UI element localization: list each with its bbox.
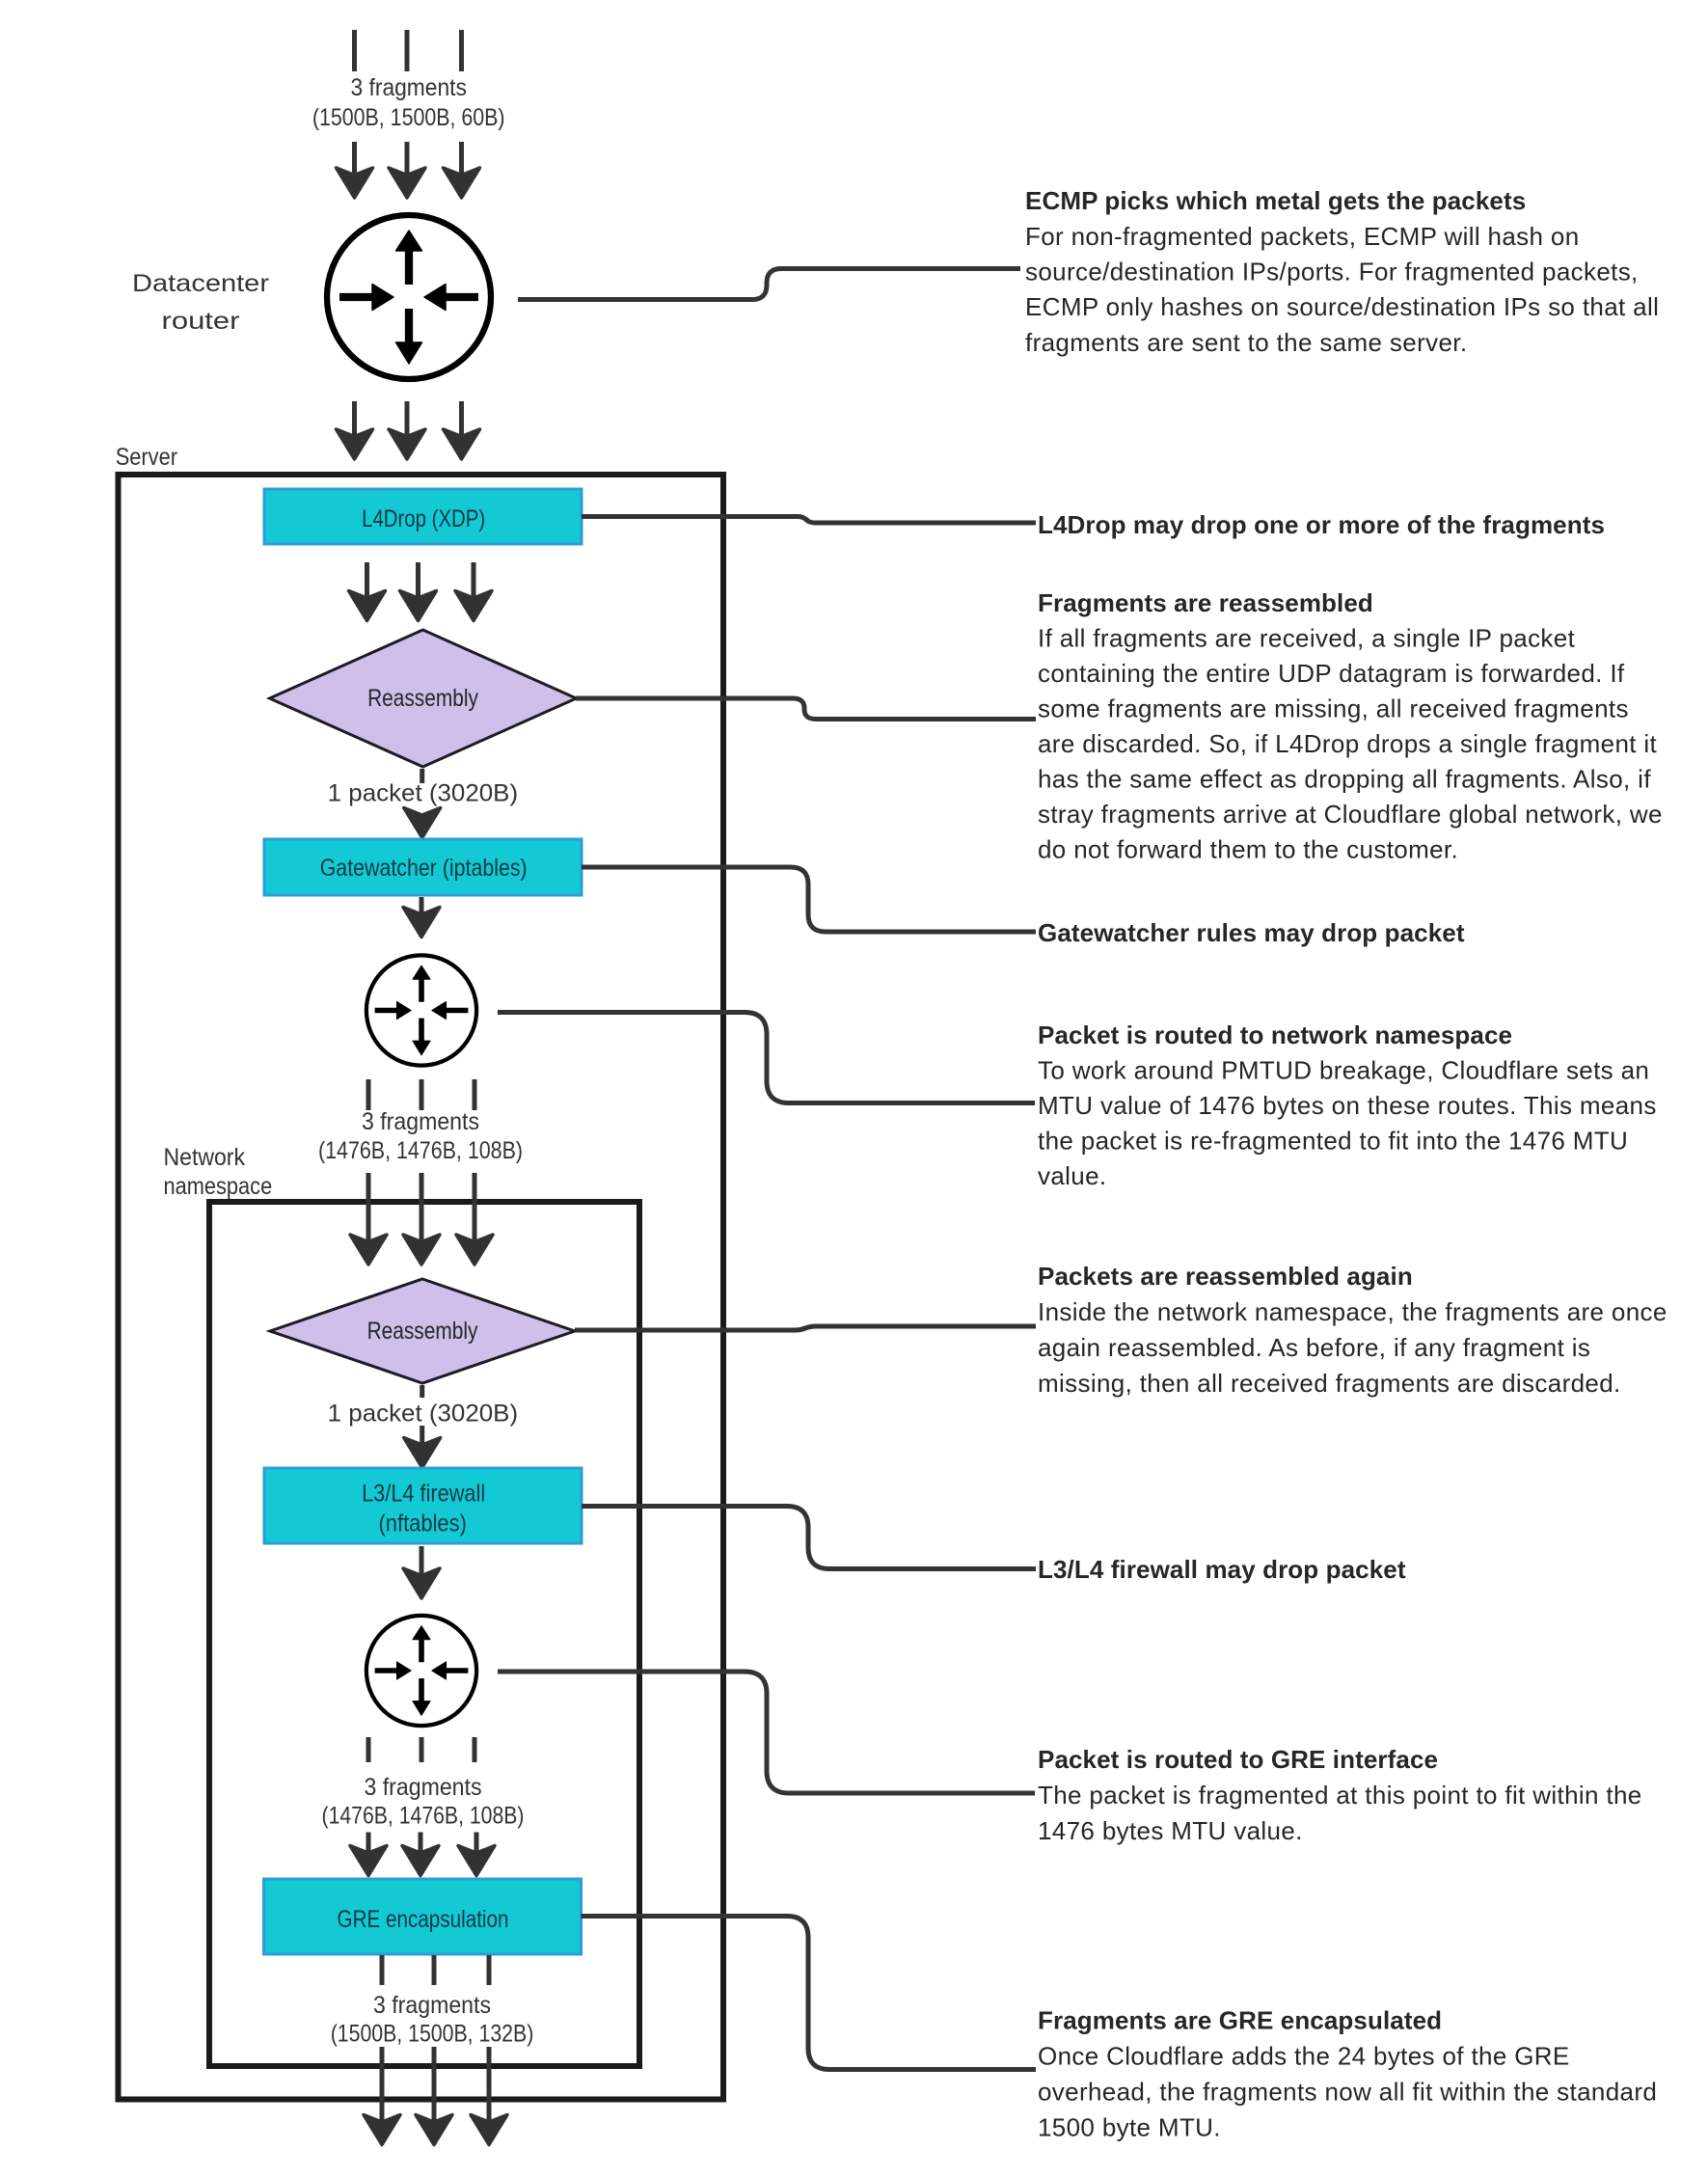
svg-text:3 fragments: 3 fragments bbox=[362, 1108, 479, 1135]
svg-text:L4Drop may drop one or more of: L4Drop may drop one or more of the fragm… bbox=[1038, 510, 1605, 539]
svg-text:do not forward them to the cus: do not forward them to the customer. bbox=[1038, 835, 1458, 864]
svg-text:Packets are reassembled again: Packets are reassembled again bbox=[1038, 1262, 1413, 1291]
svg-text:To work around PMTUD breakage,: To work around PMTUD breakage, Cloudflar… bbox=[1038, 1056, 1649, 1085]
svg-text:L3/L4 firewall may drop packet: L3/L4 firewall may drop packet bbox=[1038, 1555, 1406, 1584]
svg-text:Gatewatcher (iptables): Gatewatcher (iptables) bbox=[320, 855, 528, 882]
svg-text:(1500B, 1500B, 132B): (1500B, 1500B, 132B) bbox=[331, 2021, 534, 2048]
svg-text:ECMP only hashes on source/des: ECMP only hashes on source/destination I… bbox=[1025, 292, 1659, 321]
svg-text:Datacenter: Datacenter bbox=[132, 270, 269, 297]
svg-text:For non-fragmented packets, EC: For non-fragmented packets, ECMP will ha… bbox=[1025, 222, 1580, 251]
svg-text:Packet is routed to network na: Packet is routed to network namespace bbox=[1038, 1020, 1512, 1049]
svg-text:The packet is fragmented at th: The packet is fragmented at this point t… bbox=[1038, 1781, 1642, 1810]
svg-text:1 packet (3020B): 1 packet (3020B) bbox=[328, 780, 518, 807]
svg-text:namespace: namespace bbox=[164, 1173, 273, 1200]
svg-text:If all fragments are received,: If all fragments are received, a single … bbox=[1038, 624, 1576, 653]
svg-text:router: router bbox=[162, 308, 240, 335]
svg-text:value.: value. bbox=[1038, 1161, 1106, 1190]
svg-text:Inside the network namespace,: Inside the network namespace, the fragme… bbox=[1038, 1297, 1667, 1326]
svg-text:Once Cloudflare adds the 24 by: Once Cloudflare adds the 24 bytes of the… bbox=[1038, 2042, 1570, 2071]
svg-text:ECMP picks which metal gets th: ECMP picks which metal gets the packets bbox=[1025, 186, 1526, 215]
svg-text:MTU value of 1476 bytes on the: MTU value of 1476 bytes on these routes.… bbox=[1038, 1091, 1657, 1120]
svg-text:source/destination IPs/ports.: source/destination IPs/ports. For fragme… bbox=[1025, 258, 1639, 286]
svg-text:1476 bytes MTU value.: 1476 bytes MTU value. bbox=[1038, 1816, 1303, 1845]
svg-text:has the same effect as droppin: has the same effect as dropping all frag… bbox=[1038, 765, 1651, 794]
svg-text:again reassembled. As before,: again reassembled. As before, if any fra… bbox=[1038, 1333, 1590, 1362]
svg-text:1 packet (3020B): 1 packet (3020B) bbox=[328, 1401, 518, 1428]
svg-text:Network: Network bbox=[164, 1144, 246, 1171]
svg-text:(1476B, 1476B, 108B): (1476B, 1476B, 108B) bbox=[322, 1803, 525, 1830]
svg-text:fragments are sent to the same: fragments are sent to the same server. bbox=[1025, 328, 1467, 357]
svg-text:some fragments are missing, al: some fragments are missing, all received… bbox=[1038, 694, 1629, 723]
svg-text:stray fragments arrive at Clou: stray fragments arrive at Cloudflare glo… bbox=[1038, 800, 1663, 829]
svg-text:L4Drop (XDP): L4Drop (XDP) bbox=[362, 505, 485, 532]
svg-text:are discarded. So, if L4Drop d: are discarded. So, if L4Drop drops a sin… bbox=[1038, 729, 1658, 758]
svg-text:GRE encapsulation: GRE encapsulation bbox=[338, 1906, 509, 1933]
svg-text:L3/L4 firewall: L3/L4 firewall bbox=[362, 1480, 485, 1507]
svg-text:1500 byte MTU.: 1500 byte MTU. bbox=[1038, 2113, 1221, 2142]
svg-text:Packet is routed to GRE interf: Packet is routed to GRE interface bbox=[1038, 1745, 1438, 1774]
svg-text:Reassembly: Reassembly bbox=[367, 685, 478, 712]
svg-text:Fragments are GRE encapsulated: Fragments are GRE encapsulated bbox=[1038, 2006, 1442, 2035]
svg-text:Server: Server bbox=[116, 444, 177, 471]
svg-text:overhead, the fragments now al: overhead, the fragments now all fit with… bbox=[1038, 2078, 1657, 2107]
svg-text:3 fragments: 3 fragments bbox=[373, 1992, 491, 2019]
svg-text:3 fragments: 3 fragments bbox=[365, 1774, 482, 1801]
svg-text:(1476B, 1476B, 108B): (1476B, 1476B, 108B) bbox=[318, 1137, 523, 1164]
svg-text:(nftables): (nftables) bbox=[379, 1510, 467, 1537]
svg-text:Gatewatcher rules may drop pac: Gatewatcher rules may drop packet bbox=[1038, 918, 1465, 947]
svg-text:3 fragments: 3 fragments bbox=[351, 74, 467, 101]
svg-text:Reassembly: Reassembly bbox=[367, 1318, 478, 1345]
svg-text:containing the entire UDP data: containing the entire UDP datagram is fo… bbox=[1038, 659, 1625, 688]
svg-text:the packet is re-fragmented to: the packet is re-fragmented to fit into … bbox=[1038, 1127, 1628, 1156]
svg-text:missing, then all received fra: missing, then all received fragments are… bbox=[1038, 1369, 1621, 1398]
svg-text:(1500B, 1500B, 60B): (1500B, 1500B, 60B) bbox=[312, 104, 505, 131]
svg-text:Fragments are reassembled: Fragments are reassembled bbox=[1038, 588, 1373, 617]
